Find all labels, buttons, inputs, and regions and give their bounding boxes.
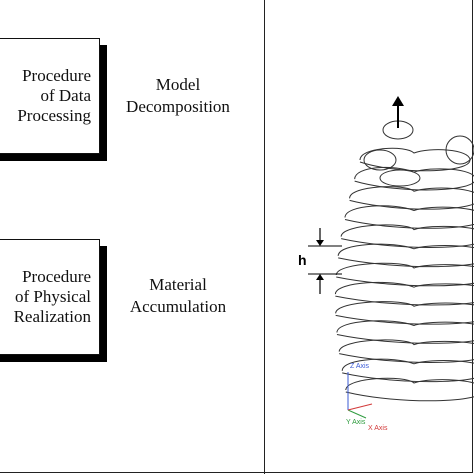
x-axis-line [347, 403, 373, 411]
coil-layer [335, 262, 474, 287]
coil-bump-loop [445, 135, 474, 165]
box-line: Realization [13, 307, 91, 326]
coil-layer [336, 320, 474, 344]
box-line: Processing [17, 106, 91, 125]
coil-layer [335, 301, 474, 325]
y-axis-line [347, 409, 367, 419]
coil-layers [334, 135, 474, 402]
material-accumulation-label: Material Accumulation [112, 274, 244, 318]
y-axis-label: Y Axis [346, 419, 366, 426]
coil-layer [334, 281, 474, 306]
coil-layer [340, 224, 474, 248]
h-lower-arrow-head [316, 274, 324, 280]
coil-bump-loop [379, 169, 421, 187]
h-upper-arrow-head [316, 240, 324, 246]
coil-layer [341, 358, 474, 383]
data-processing-box: Procedure of Data Processing [0, 38, 100, 154]
layered-coil-illustration: h Z Axis Y Axis X Axis [298, 96, 474, 432]
coil-layer [344, 205, 474, 229]
coil-layer [345, 377, 474, 402]
box-line: Procedure [22, 267, 91, 286]
coil-bump-loop [363, 149, 397, 171]
build-direction-arrow-head [392, 96, 404, 106]
model-decomposition-label: Model Decomposition [112, 74, 244, 118]
z-axis-label: Z Axis [350, 363, 370, 370]
box-line: Procedure [22, 66, 91, 85]
label-line: Model [155, 75, 201, 94]
coil-layer [349, 186, 474, 210]
layer-height-label: h [298, 252, 307, 268]
label-line: Decomposition [126, 97, 230, 116]
x-axis-label: X Axis [368, 425, 388, 432]
box-line: of Data [40, 86, 91, 105]
physical-realization-box: Procedure of Physical Realization [0, 239, 100, 355]
box-line: of Physical [14, 287, 91, 306]
coil-layer [338, 339, 474, 363]
label-line: Material [149, 275, 207, 294]
label-line: Accumulation [129, 297, 227, 316]
panel-divider [264, 0, 265, 474]
